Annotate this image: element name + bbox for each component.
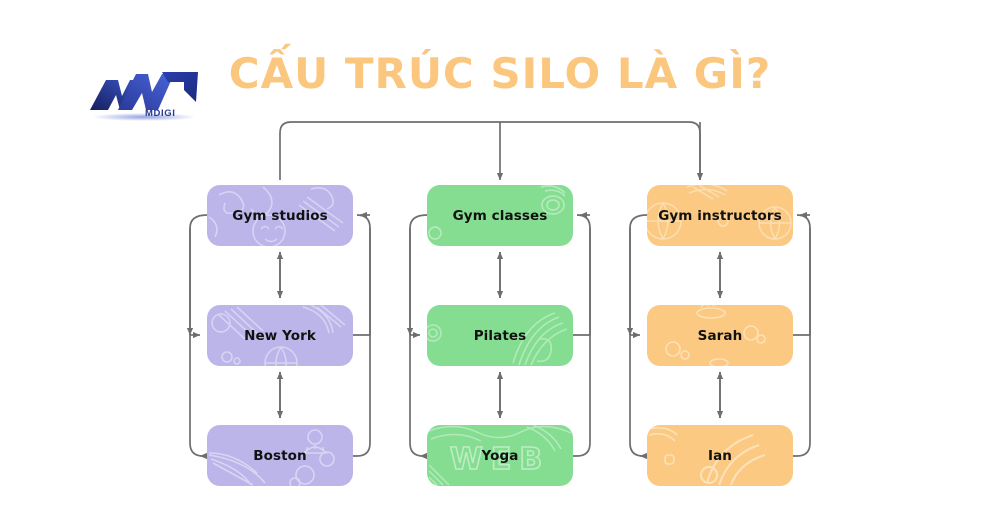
- node-label: Gym instructors: [658, 207, 782, 224]
- node-label: Gym studios: [232, 207, 328, 224]
- bubbles-pattern-icon: [647, 305, 793, 366]
- node-yoga[interactable]: WEB Yoga: [427, 425, 573, 486]
- node-pilates[interactable]: Pilates: [427, 305, 573, 366]
- c3-left-to-ian: [629, 228, 648, 460]
- web-watermark-pattern-icon: WEB: [427, 425, 573, 486]
- node-ian[interactable]: Ian: [647, 425, 793, 486]
- node-gym-instructors[interactable]: Gym instructors: [647, 185, 793, 246]
- c3-right-spine-ian: [793, 228, 811, 457]
- c1-right-spine-newyork: [353, 214, 371, 336]
- abstract-doodle-pattern-icon: [207, 185, 353, 246]
- node-label: Yoga: [481, 447, 519, 464]
- swirl-lines-pattern-icon: [427, 305, 573, 366]
- c2-left-spine-top: [406, 214, 428, 336]
- c3-right-spine-sarah: [793, 214, 811, 336]
- node-label: Boston: [253, 447, 307, 464]
- rings-pattern-icon: [427, 185, 573, 246]
- c1-left-spine-top: [186, 214, 208, 336]
- node-label: Gym classes: [452, 207, 548, 224]
- node-sarah[interactable]: Sarah: [647, 305, 793, 366]
- node-label: New York: [244, 327, 316, 344]
- brand-name: MDIGI: [145, 108, 176, 119]
- mdigi-logo[interactable]: MDIGI: [88, 62, 213, 132]
- page-title: CẤU TRÚC SILO LÀ GÌ?: [228, 49, 772, 98]
- node-label: Ian: [707, 447, 733, 464]
- globe-grid-pattern-icon: [647, 185, 793, 246]
- c1-right-spine-boston: [353, 228, 371, 457]
- node-boston[interactable]: Boston: [207, 425, 353, 486]
- wifi-signal-pattern-icon: [647, 425, 793, 486]
- person-bubbles-pattern-icon: [207, 425, 353, 486]
- c2-left-to-yoga: [409, 228, 428, 460]
- bus-left-branch: [279, 121, 704, 181]
- node-new-york[interactable]: New York: [207, 305, 353, 366]
- c3-left-spine-top: [626, 214, 648, 336]
- node-gym-studios[interactable]: Gym studios: [207, 185, 353, 246]
- mdigi-logo-icon: [90, 72, 198, 121]
- node-label: Sarah: [697, 327, 743, 344]
- globe-bubbles-pattern-icon: [207, 305, 353, 366]
- c2-right-spine-pilates: [573, 214, 591, 336]
- node-gym-classes[interactable]: Gym classes: [427, 185, 573, 246]
- c2-right-spine-yoga: [573, 228, 591, 457]
- node-label: Pilates: [473, 327, 527, 344]
- c1-left-to-boston: [189, 228, 208, 460]
- svg-text:WEB: WEB: [450, 442, 550, 477]
